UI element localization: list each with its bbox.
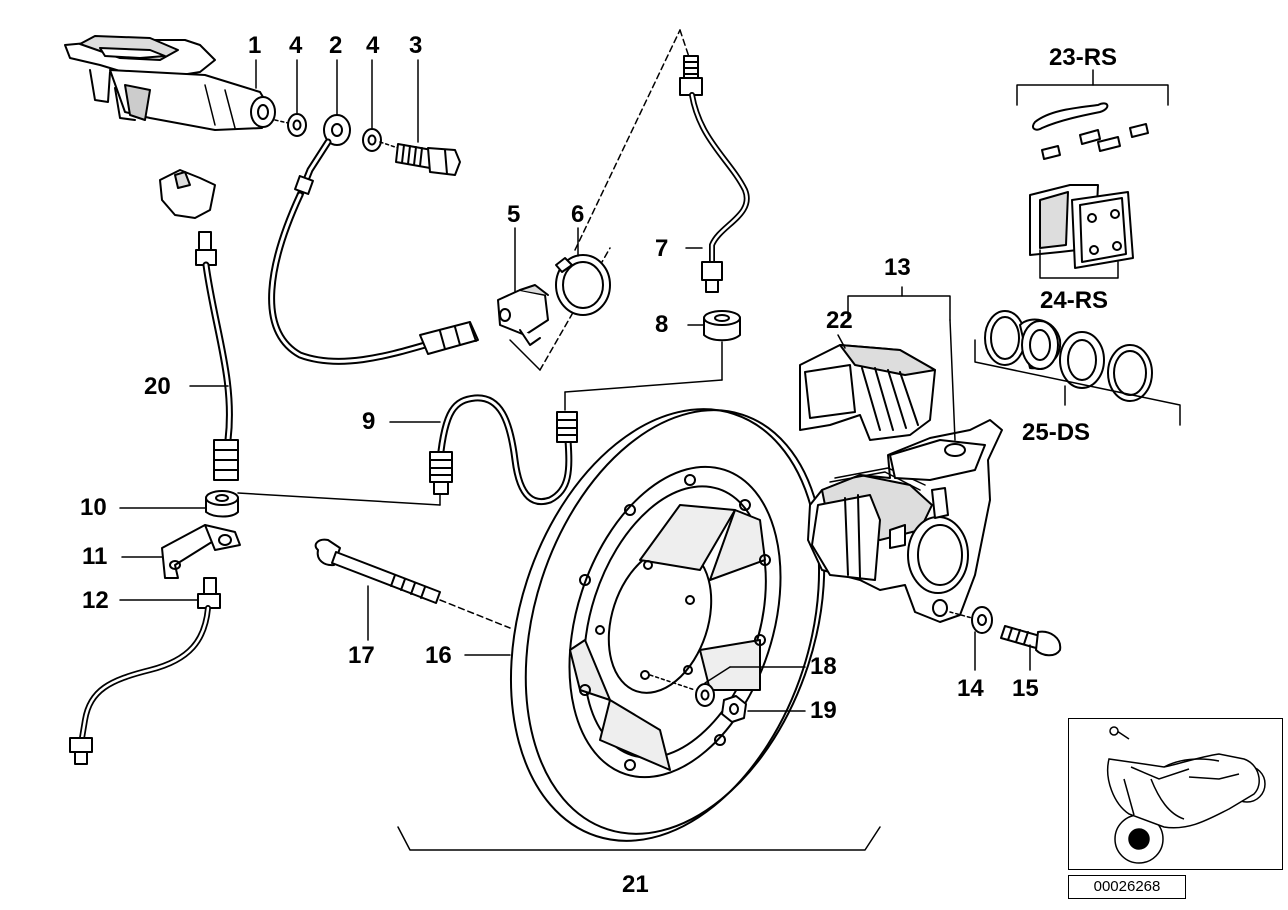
callout-22: 22 bbox=[826, 307, 853, 334]
callout-7: 7 bbox=[655, 235, 669, 262]
callout-18: 18 bbox=[810, 653, 837, 680]
clip-pin-set-part bbox=[1032, 102, 1149, 160]
callout-15: 15 bbox=[1012, 675, 1039, 702]
bracket-13-line bbox=[847, 295, 951, 321]
bracket-25-line bbox=[974, 339, 1181, 426]
left-hose-part bbox=[159, 169, 239, 481]
callout-21: 21 bbox=[622, 871, 649, 898]
banjo-hose-part bbox=[268, 114, 479, 365]
washer-part-18 bbox=[649, 666, 806, 707]
callout-6: 6 bbox=[571, 201, 585, 228]
callout-9: 9 bbox=[362, 408, 376, 435]
washer-part-4a bbox=[274, 113, 307, 137]
master-cylinder-part bbox=[64, 35, 276, 131]
callout-10: 10 bbox=[80, 494, 107, 521]
seal-kit-part bbox=[984, 310, 1153, 402]
callout-8: 8 bbox=[655, 311, 669, 338]
motorcycle-icon bbox=[1107, 726, 1266, 864]
banjo-bolt-part bbox=[379, 141, 461, 176]
grommet-left-part bbox=[205, 490, 441, 518]
grommet-part bbox=[564, 310, 741, 411]
clamp-part bbox=[555, 254, 611, 316]
bracket-24-line bbox=[1039, 249, 1119, 279]
caliper-cover-part bbox=[799, 344, 936, 441]
bolt-part-15 bbox=[1000, 625, 1062, 671]
caliper-part bbox=[807, 419, 1003, 623]
callout-13: 13 bbox=[884, 254, 911, 281]
callout-4a: 4 bbox=[289, 32, 303, 59]
flex-hose-part bbox=[429, 394, 578, 506]
callout-3: 3 bbox=[409, 32, 423, 59]
callout-5: 5 bbox=[507, 201, 521, 228]
long-bolt-part bbox=[314, 538, 511, 641]
bracket-23-line bbox=[1016, 84, 1169, 106]
diagram-id: 00026268 bbox=[1068, 875, 1186, 899]
callout-19: 19 bbox=[810, 697, 837, 724]
callout-14: 14 bbox=[957, 675, 984, 702]
brake-line-upper-part bbox=[679, 55, 750, 293]
nut-part-19 bbox=[721, 695, 806, 723]
brake-disc-part bbox=[464, 408, 826, 842]
leader-lines bbox=[119, 59, 846, 601]
callout-17: 17 bbox=[348, 642, 375, 669]
callout-24: 24-RS bbox=[1040, 287, 1109, 314]
callout-1: 1 bbox=[248, 32, 262, 59]
callout-16: 16 bbox=[425, 642, 452, 669]
callout-11: 11 bbox=[82, 543, 108, 570]
bracket-part bbox=[161, 524, 241, 579]
brake-pads-part bbox=[1029, 184, 1134, 269]
washer-part-4b bbox=[362, 128, 382, 152]
washer-part-14 bbox=[949, 606, 993, 671]
callout-2: 2 bbox=[329, 32, 343, 59]
brake-line-lower-part bbox=[69, 577, 221, 765]
locator-thumbnail bbox=[1068, 718, 1283, 870]
bracket-21-line bbox=[397, 826, 881, 851]
callout-25: 25-DS bbox=[1022, 419, 1091, 446]
callout-23: 23-RS bbox=[1049, 44, 1118, 71]
callout-12: 12 bbox=[82, 587, 109, 614]
callout-20: 20 bbox=[144, 373, 171, 400]
callout-4b: 4 bbox=[366, 32, 380, 59]
